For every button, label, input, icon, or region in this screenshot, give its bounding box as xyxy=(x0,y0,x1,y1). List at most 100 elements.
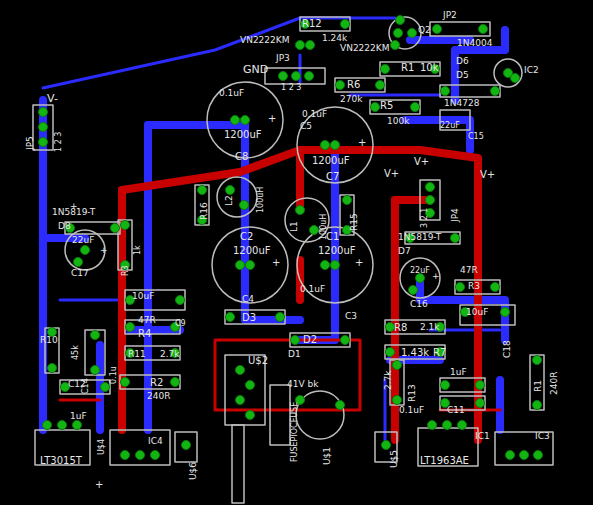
silkscreen-label: 2.7k xyxy=(384,370,393,390)
silkscreen-label: R3 xyxy=(122,265,130,276)
pad xyxy=(476,399,485,408)
silkscreen-label: C16 xyxy=(410,300,428,309)
pad xyxy=(198,186,207,195)
pad xyxy=(121,378,130,387)
silkscreen-label: 22uF xyxy=(440,122,460,130)
silkscreen-label: C11 xyxy=(447,406,465,415)
silkscreen-label: L2 xyxy=(225,195,234,206)
pad xyxy=(291,336,300,345)
silkscreen-label: 1200uF xyxy=(312,156,350,166)
silkscreen-label: C3 xyxy=(345,312,357,321)
pad xyxy=(393,361,402,370)
silkscreen-label: V+ xyxy=(414,157,429,167)
pad xyxy=(240,201,249,210)
pad xyxy=(476,381,485,390)
silkscreen-label: 1N4004 xyxy=(457,39,492,48)
pad xyxy=(121,221,130,230)
pad xyxy=(292,72,301,81)
silkscreen-label: R12 xyxy=(302,19,322,29)
silkscreen-label: R1 xyxy=(534,380,543,392)
silkscreen-label: 2.7k xyxy=(160,350,180,359)
silkscreen-label: 100k xyxy=(387,117,409,126)
silkscreen-label: 240R xyxy=(147,392,170,401)
silkscreen-label: U$6 xyxy=(189,462,198,480)
pad xyxy=(479,25,488,34)
silkscreen-label: R16 xyxy=(200,202,209,220)
silkscreen-label: 41V bk xyxy=(287,380,318,389)
pad xyxy=(126,323,135,332)
silkscreen-label: + xyxy=(355,258,363,268)
silkscreen-label: D8 xyxy=(58,222,71,231)
pad xyxy=(396,16,405,25)
silkscreen-label: 1200uF xyxy=(318,246,356,256)
silkscreen-label: 22uF xyxy=(410,267,430,275)
silkscreen-label: R8 xyxy=(394,323,407,333)
pad xyxy=(321,141,330,150)
silkscreen-label: V+ xyxy=(480,170,495,180)
pad xyxy=(534,451,543,460)
silkscreen-label: JP2 xyxy=(443,11,457,20)
pad xyxy=(226,186,235,195)
silkscreen-label: VN2222KM xyxy=(340,44,389,53)
silkscreen-label: 10uF xyxy=(466,308,488,317)
pad xyxy=(331,261,340,270)
pad xyxy=(456,283,465,292)
silkscreen-label: V+ xyxy=(384,169,399,179)
pad xyxy=(39,108,48,117)
silkscreen-label: 10k xyxy=(420,63,439,73)
silkscreen-label: 0.1uF xyxy=(399,406,424,415)
silkscreen-label: 1 2 3 xyxy=(281,84,301,92)
pad xyxy=(433,25,442,34)
silkscreen-label: 1200uF xyxy=(233,246,271,256)
silkscreen-label: JP3 xyxy=(276,54,290,63)
silkscreen-label: + xyxy=(272,258,280,268)
pad xyxy=(321,261,330,270)
pad xyxy=(136,451,145,460)
pad xyxy=(39,123,48,132)
pad xyxy=(39,138,48,147)
silkscreen-label: U$2 xyxy=(248,356,268,366)
pad xyxy=(236,396,245,405)
silkscreen-label: C5 xyxy=(300,122,312,131)
silkscreen-label: R5 xyxy=(380,101,393,111)
silkscreen-label: JP5 xyxy=(26,136,35,150)
pad xyxy=(48,364,57,373)
pad xyxy=(520,451,529,460)
pad xyxy=(426,183,435,192)
silkscreen-label: R6 xyxy=(347,80,360,90)
silkscreen-label: 2.1k xyxy=(420,323,440,332)
pad xyxy=(231,116,240,125)
silkscreen-label: U$1 xyxy=(323,447,332,465)
pad xyxy=(428,421,437,430)
pad xyxy=(91,331,100,340)
pad xyxy=(386,348,395,357)
silkscreen-label: + xyxy=(358,138,366,148)
silkscreen-label: R15 xyxy=(350,213,359,231)
silkscreen-label: C2 xyxy=(240,232,253,242)
silkscreen-label: 47R xyxy=(138,316,156,325)
silkscreen-label: C15 xyxy=(468,133,484,141)
silkscreen-label: D1 xyxy=(288,350,301,359)
silkscreen-label: C9 xyxy=(175,320,186,328)
silkscreen-label: R2 xyxy=(150,378,163,388)
pad xyxy=(336,401,345,410)
silkscreen-label: 10uF xyxy=(132,292,154,301)
pad xyxy=(341,336,350,345)
silkscreen-label: Q2 xyxy=(418,26,431,35)
pad xyxy=(43,421,52,430)
silkscreen-label: + xyxy=(100,246,108,255)
silkscreen-label: 1N4728 xyxy=(444,99,479,108)
silkscreen-label: 1uF xyxy=(70,412,87,421)
silkscreen-label: C8 xyxy=(235,152,248,162)
silkscreen-label: R4 xyxy=(138,329,151,339)
pad xyxy=(386,323,395,332)
pad xyxy=(279,72,288,81)
silkscreen-label: D7 xyxy=(398,247,411,256)
silkscreen-label: D2 xyxy=(303,335,317,345)
silkscreen-label: 0.1uF xyxy=(300,285,325,294)
pad xyxy=(91,366,100,375)
pad xyxy=(376,81,385,90)
silkscreen-label: R7 xyxy=(433,348,446,358)
pad xyxy=(426,196,435,205)
silkscreen-label: V- xyxy=(47,93,58,104)
